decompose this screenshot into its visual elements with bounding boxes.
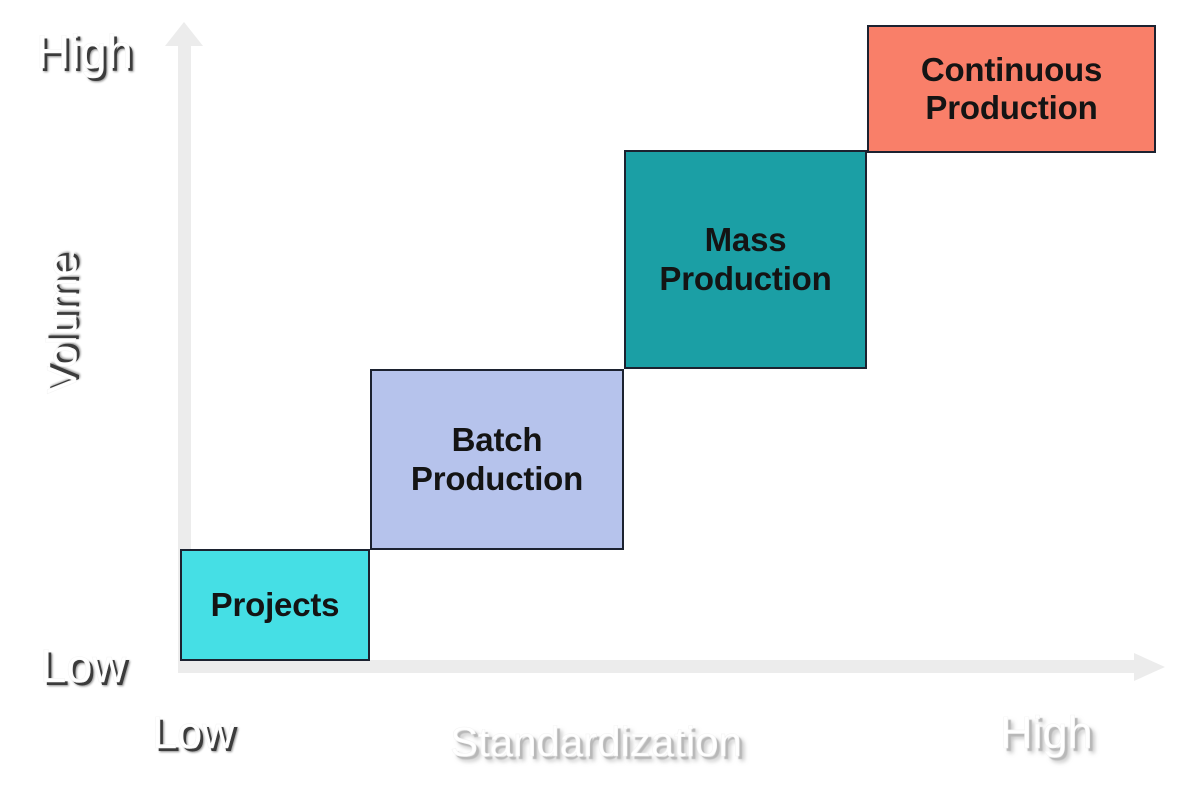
box-continuous-production[interactable]: Continuous Production	[867, 25, 1156, 153]
x-axis-title: Standardization	[450, 718, 742, 766]
x-axis-arrow-icon	[1134, 653, 1165, 681]
x-axis-low-label: Low	[152, 707, 235, 759]
y-axis-title: Volume	[38, 253, 86, 395]
y-axis-high-label: High	[36, 25, 133, 79]
y-axis-arrow-icon	[165, 22, 203, 46]
x-axis-high-label: High	[1000, 707, 1093, 759]
y-axis-line	[178, 40, 191, 668]
x-axis-line	[178, 660, 1136, 673]
y-axis-low-label: Low	[40, 639, 127, 693]
box-batch-production[interactable]: Batch Production	[370, 369, 624, 550]
box-mass-production[interactable]: Mass Production	[624, 150, 867, 369]
box-projects[interactable]: Projects	[180, 549, 370, 661]
